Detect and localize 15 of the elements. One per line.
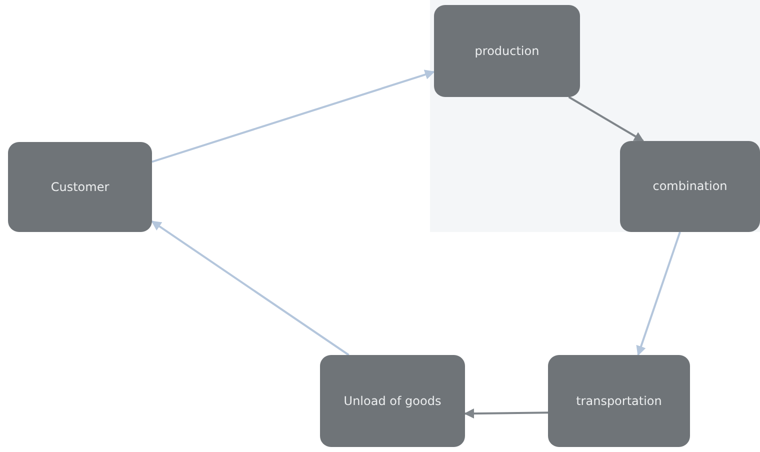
arrow xyxy=(568,96,644,142)
node-label: combination xyxy=(652,178,728,195)
node-label: production xyxy=(474,42,540,60)
arrow xyxy=(152,70,435,163)
process-box xyxy=(434,5,580,97)
process-box xyxy=(8,142,152,232)
process-box xyxy=(620,141,760,232)
process-box xyxy=(320,355,465,447)
arrow xyxy=(636,232,681,356)
arrow xyxy=(151,220,350,356)
node-label: Customer xyxy=(50,178,110,196)
node-label: transportation xyxy=(576,392,662,410)
node-label: Unload of goods xyxy=(344,392,442,410)
process-box xyxy=(548,355,690,447)
arrow xyxy=(464,408,548,418)
